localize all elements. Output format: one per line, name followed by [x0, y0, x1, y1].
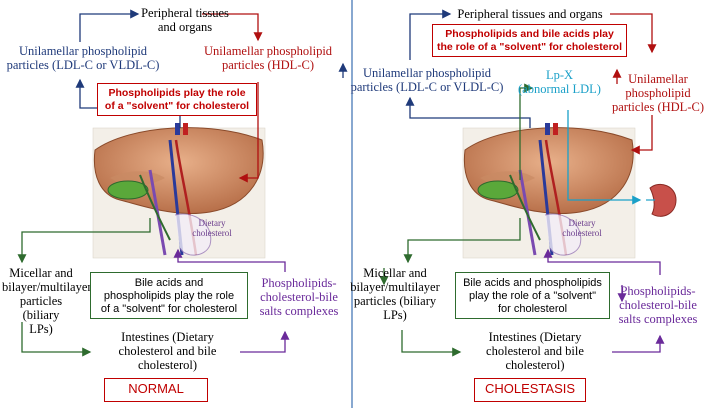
arrow-complexes-to-liver-chol: [543, 248, 661, 275]
arrow-ldl-to-peripheral-chol: [409, 9, 452, 60]
normal-ldl-label: Unilamellar phospholipid particles (LDL-…: [6, 44, 160, 72]
arrow-liver-to-ldl-chol: [405, 96, 531, 128]
arrow-lpx-to-kidney: [567, 110, 642, 205]
arrow-liver-to-micellar-chol: [403, 218, 521, 264]
liver-illustration-cholestasis: [462, 123, 636, 259]
normal-intestines-label: Intestines (Dietary cholesterol and bile…: [118, 330, 217, 372]
normal-peripheral-label: Peripheral tissues and organs: [141, 6, 229, 34]
arrow-complexes-to-liver: [173, 248, 286, 272]
arrow-hdl-to-liver: [238, 82, 259, 183]
cholestasis-complexes-label: Phospholipids- cholesterol-bile salts co…: [618, 284, 698, 326]
kidney-illustration: [646, 184, 677, 217]
normal-complexes-label: Phospholipids- cholesterol-bile salts co…: [259, 276, 339, 318]
cholestasis-ldl-label: Unilamellar phospholipid particles (LDL-…: [350, 66, 504, 94]
arrow-intestines-to-complexes: [240, 330, 290, 353]
normal-bile-box: Bile acids and phospholipids play the ro…: [90, 272, 248, 319]
normal-solvent-box: Phospholipids play the role of a "solven…: [97, 83, 257, 116]
normal-hdl-label: Unilamellar phospholipid particles (HDL-…: [203, 44, 333, 72]
normal-dietary-label: Dietary cholesterol: [192, 218, 232, 238]
arrow-ldl-to-peripheral: [79, 9, 140, 42]
cholestasis-solvent-box: Phospholipids and bile acids play the ro…: [432, 24, 627, 57]
normal-micellar-label: Micellar and bilayer/multilayer particle…: [2, 266, 92, 336]
cholestasis-condition-label: CHOLESTASIS: [474, 378, 586, 402]
liver-illustration-normal: [92, 123, 266, 259]
cholestasis-peripheral-label: Peripheral tissues and organs: [457, 7, 603, 21]
cholestasis-intestines-label: Intestines (Dietary cholesterol and bile…: [486, 330, 584, 372]
cholestasis-dietary-label: Dietary cholesterol: [562, 218, 602, 238]
arrow-peripheral-to-hdl-chol: [610, 13, 657, 54]
arrow-reflux-to-lpx: [519, 83, 534, 180]
arrow-hdl-to-liver-chol: [630, 115, 653, 155]
arrow-micellar-to-intestines-chol: [401, 330, 462, 357]
arrow-micellar-to-intestines: [21, 322, 92, 357]
cholestasis-micellar-label: Micellar and bilayer/multilayer particle…: [350, 266, 440, 322]
arrow-peripheral-to-hdl: [202, 13, 263, 42]
arrow-intestines-to-complexes-chol: [612, 334, 665, 353]
arrow-liver-to-micellar: [17, 218, 151, 264]
normal-condition-label: NORMAL: [104, 378, 208, 402]
cholestasis-hdl-label: Unilamellar phospholipid particles (HDL-…: [612, 72, 704, 114]
cholestasis-lpx-label: Lp-X (abnormal LDL): [518, 68, 601, 96]
cholestasis-bile-box: Bile acids and phospholipids play the ro…: [455, 272, 610, 319]
